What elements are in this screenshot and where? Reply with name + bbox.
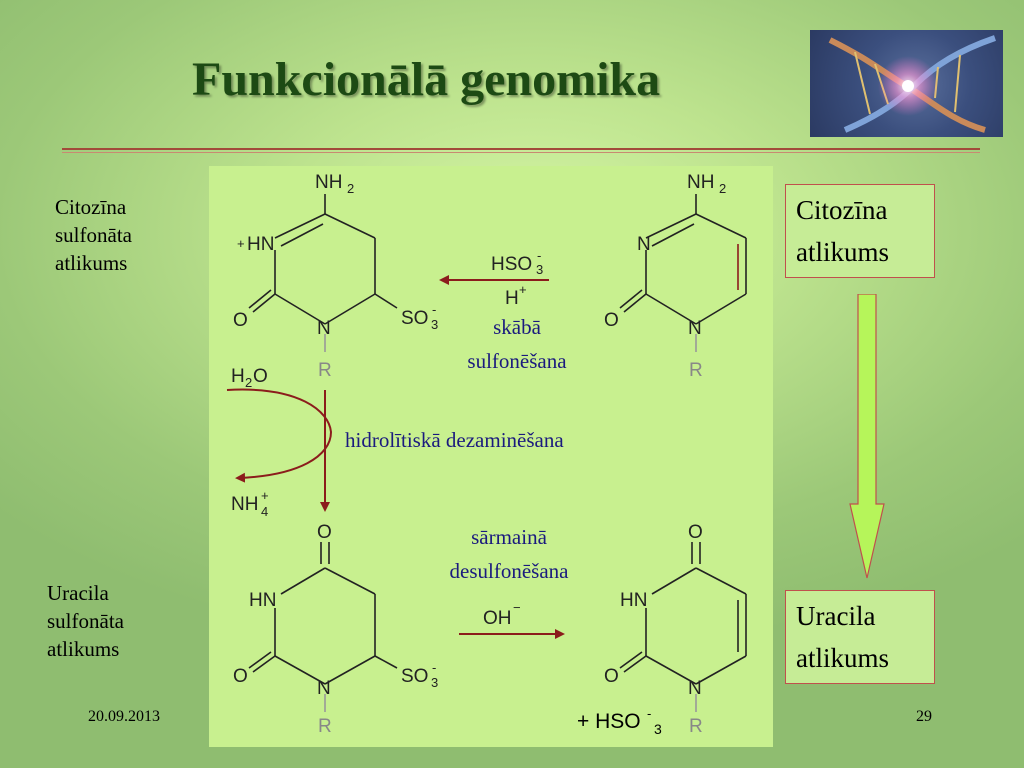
svg-text:N: N	[317, 318, 331, 339]
svg-text:+: +	[519, 282, 527, 297]
svg-text:O: O	[604, 310, 619, 331]
svg-text:O: O	[253, 366, 268, 387]
svg-text:sulfonēšana: sulfonēšana	[467, 349, 567, 373]
svg-text:+: +	[261, 488, 269, 503]
svg-text:HN: HN	[249, 590, 276, 611]
svg-text:NH: NH	[687, 172, 714, 193]
svg-text:HN: HN	[620, 590, 647, 611]
atom-nh2: NH	[315, 172, 342, 193]
svg-text:−: −	[513, 600, 521, 615]
cytosine-structure	[619, 194, 747, 352]
svg-text:3: 3	[536, 262, 543, 277]
slide-title: Funkcionālā genomika	[192, 53, 661, 106]
svg-text:desulfonēšana: desulfonēšana	[450, 559, 570, 583]
svg-text:R: R	[689, 716, 703, 737]
svg-text:O: O	[604, 666, 619, 687]
svg-text:3: 3	[431, 675, 438, 690]
svg-text:O: O	[688, 522, 703, 543]
released-hso3: + HSO	[577, 710, 641, 733]
reagent-ammonium: NH	[231, 494, 258, 515]
atom-so3: SO	[401, 308, 428, 329]
svg-text:O: O	[233, 666, 248, 687]
svg-text:2: 2	[347, 181, 354, 196]
slide-number: 29	[916, 708, 932, 725]
acid-sulfonation-label: skābā	[493, 315, 541, 339]
reagent-proton: H	[505, 288, 519, 309]
alkaline-desulfonation-label: sārmainā	[471, 525, 547, 549]
hydrolytic-deamination-label: hidrolītiskā dezaminēšana	[345, 428, 564, 452]
svg-text:-: -	[647, 706, 651, 721]
svg-text:3: 3	[654, 721, 662, 737]
svg-text:-: -	[432, 302, 436, 317]
reagent-water: H	[231, 366, 245, 387]
svg-text:SO: SO	[401, 666, 428, 687]
cytosine-sulfonate-label: Citozīna sulfonāta atlikums	[55, 195, 132, 275]
svg-text:+: +	[237, 236, 245, 251]
svg-text:2: 2	[245, 375, 252, 390]
svg-text:O: O	[317, 522, 332, 543]
reagent-hydroxide: OH	[483, 608, 512, 629]
svg-text:N: N	[688, 678, 702, 699]
atom-hn-plus: HN	[247, 234, 274, 255]
uracil-structure	[619, 542, 747, 712]
reagent-hso3: HSO	[491, 254, 532, 275]
title-underline-thin	[62, 152, 980, 153]
cytosine-residue-box: Citozīna atlikums	[785, 184, 935, 278]
svg-text:N: N	[637, 234, 651, 255]
svg-text:O: O	[233, 310, 248, 331]
svg-text:R: R	[689, 360, 703, 381]
svg-text:R: R	[318, 716, 332, 737]
svg-text:4: 4	[261, 504, 268, 519]
uracil-sulfonate-label: Uracila sulfonāta atlikums	[47, 581, 124, 661]
svg-text:-: -	[432, 660, 436, 675]
uracil-residue-box: Uracila atlikums	[785, 590, 935, 684]
cytosine-sulfonate-structure	[248, 194, 398, 352]
svg-text:R: R	[318, 360, 332, 381]
reaction-scheme-panel: NH 2 + HN O N R SO 3 - NH 2 N O N R	[209, 166, 773, 747]
svg-text:2: 2	[719, 181, 726, 196]
conversion-arrow-icon	[849, 294, 885, 579]
slide-date: 20.09.2013	[88, 708, 160, 725]
title-underline	[62, 148, 980, 150]
water-ammonium-curved-arrow	[226, 388, 333, 483]
svg-text:3: 3	[431, 317, 438, 332]
svg-text:-: -	[537, 248, 541, 263]
svg-text:N: N	[317, 678, 331, 699]
uracil-sulfonate-structure	[248, 542, 398, 712]
dna-helix-image	[810, 30, 1003, 137]
svg-text:N: N	[688, 318, 702, 339]
